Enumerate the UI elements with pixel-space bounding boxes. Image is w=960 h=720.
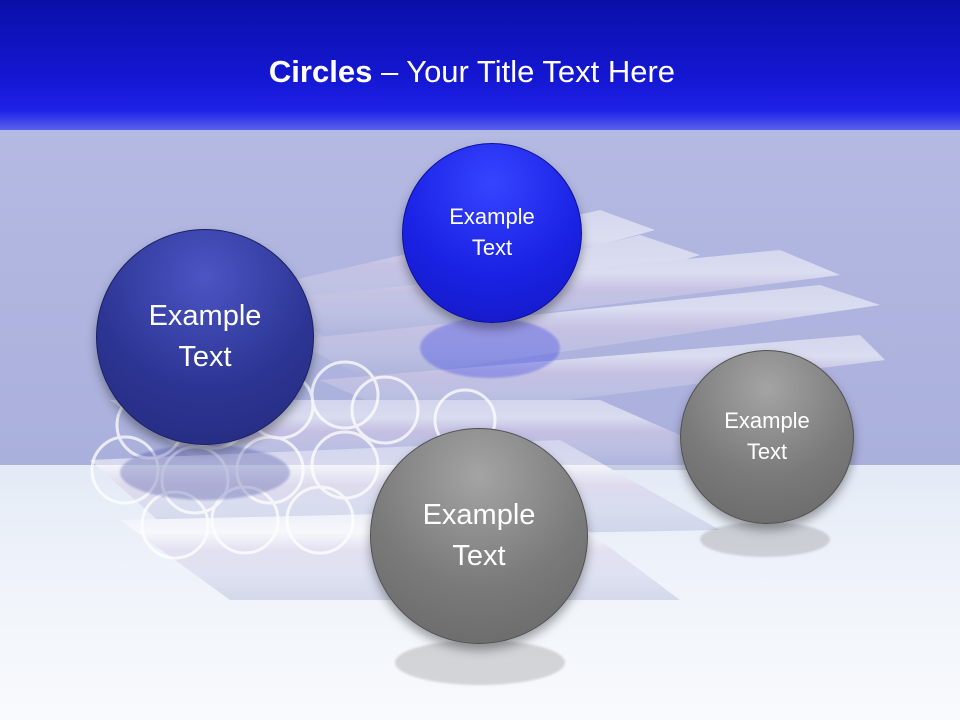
circle-gray-small-label: Example Text xyxy=(724,408,810,464)
slide-title[interactable]: Circles – Your Title Text Here xyxy=(0,54,944,90)
circle-navy[interactable]: Example Text xyxy=(96,229,314,445)
circle-gray-small[interactable]: Example Text xyxy=(680,350,854,524)
title-bold-text: Circles xyxy=(268,54,373,89)
title-bar xyxy=(0,0,960,130)
title-rest-text: – Your Title Text Here xyxy=(372,54,676,89)
navy-circle-reflection xyxy=(120,445,290,500)
gray-circle-reflection xyxy=(395,640,565,685)
circle-navy-label: Example Text xyxy=(148,300,262,373)
circle-blue-label: Example Text xyxy=(449,204,535,260)
circle-gray-large-label: Example Text xyxy=(422,499,536,572)
gray-small-circle-reflection xyxy=(700,522,830,557)
circle-blue[interactable]: Example Text xyxy=(402,143,582,323)
blue-circle-reflection xyxy=(420,318,560,378)
circle-gray-large[interactable]: Example Text xyxy=(370,428,588,644)
